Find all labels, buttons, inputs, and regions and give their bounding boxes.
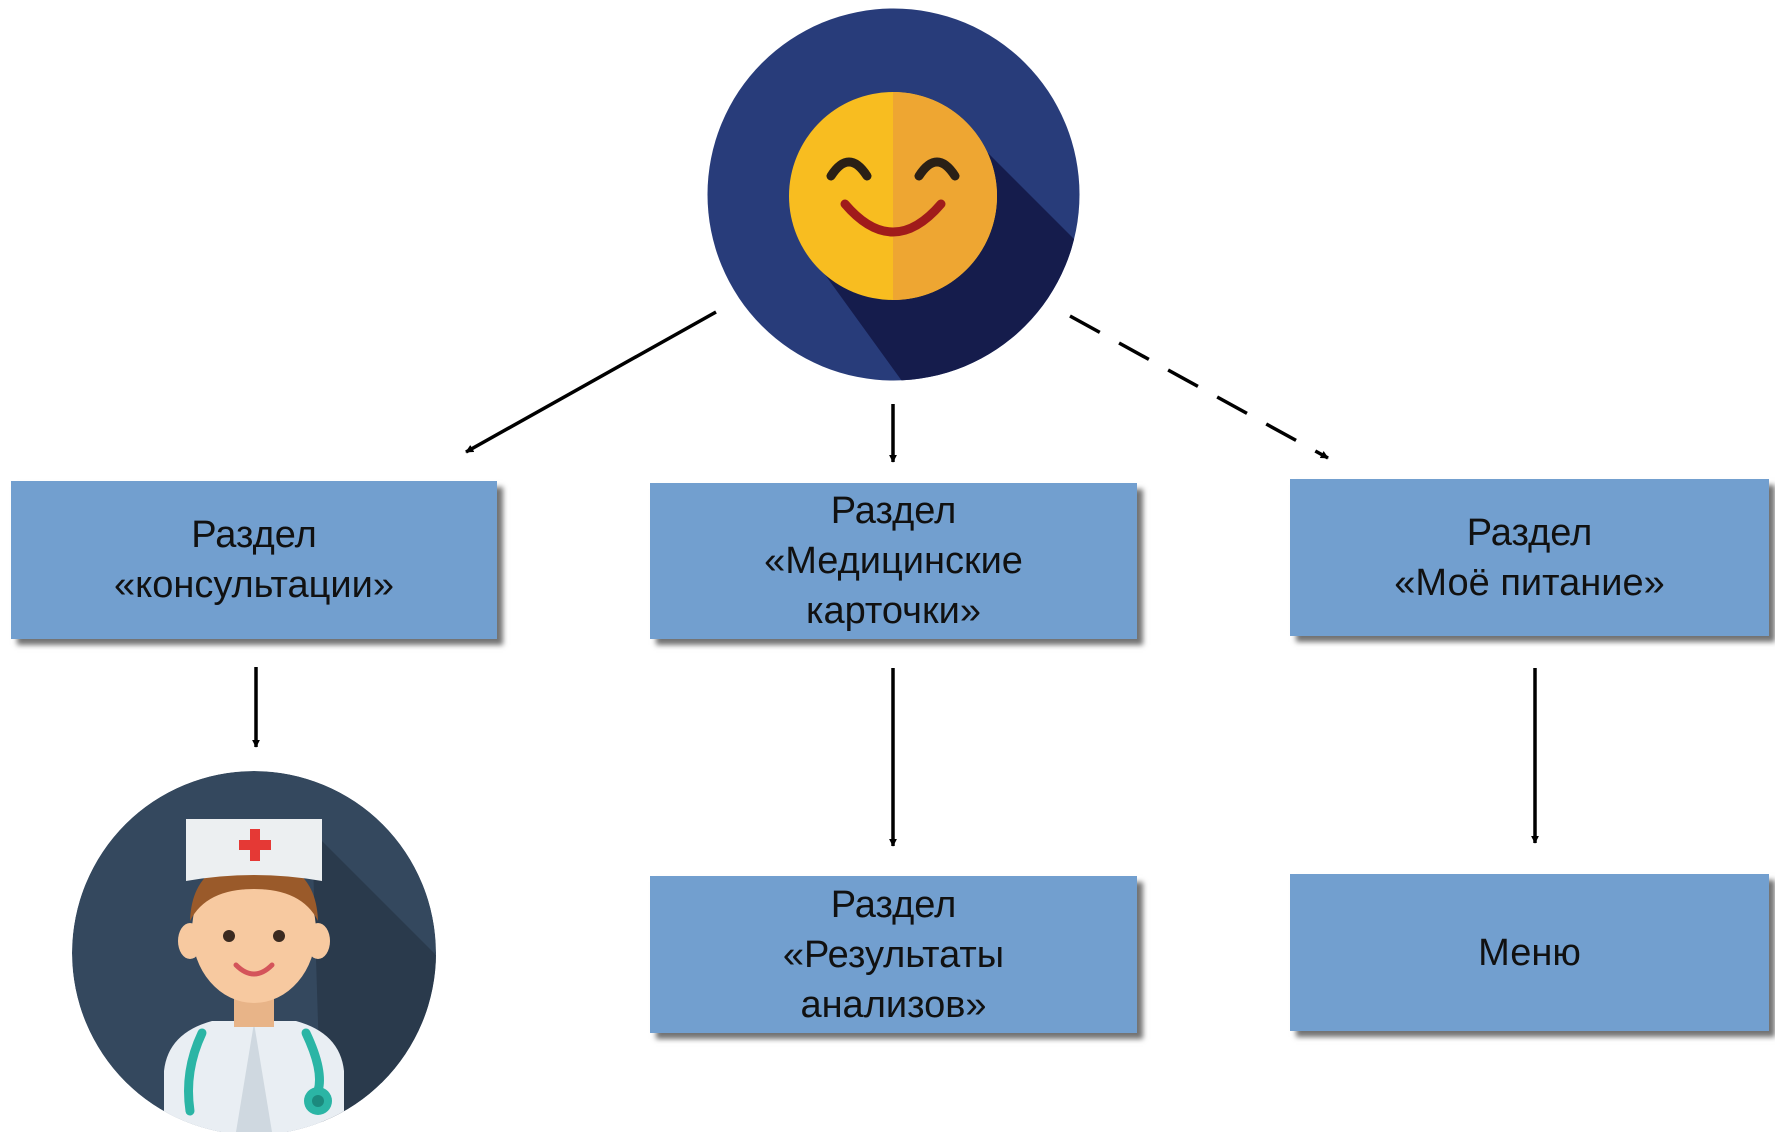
- menu-box: Меню: [1290, 874, 1769, 1031]
- smiley-face-icon: [707, 8, 1080, 381]
- section-consultations-line-2: «консультации»: [114, 564, 394, 606]
- section-test-results-line-1: Раздел: [830, 883, 957, 926]
- section-medical-cards-line-1: Раздел: [830, 490, 957, 532]
- section-consultations-box: Раздел «консультации»: [11, 481, 497, 639]
- section-my-nutrition-line-1: Раздел: [1466, 511, 1593, 554]
- section-medical-cards-box: Раздел «Медицинские карточки»: [650, 483, 1137, 639]
- section-test-results-line-3: анализов»: [800, 983, 987, 1026]
- menu-label: Меню: [1478, 931, 1581, 974]
- section-test-results-line-2: «Результаты: [782, 933, 1005, 976]
- arrow-root-to-consultations: [465, 310, 717, 454]
- section-consultations-line-1: Раздел: [191, 514, 317, 556]
- section-my-nutrition-box: Раздел «Моё питание»: [1290, 479, 1769, 636]
- section-my-nutrition-line-2: «Моё питание»: [1394, 561, 1665, 604]
- section-test-results-box: Раздел «Результаты анализов»: [650, 876, 1137, 1033]
- doctor-icon: [72, 771, 436, 1132]
- arrow-root-to-my-nutrition-dashed: [1069, 314, 1329, 460]
- section-medical-cards-line-2: «Медицинские: [764, 540, 1023, 582]
- section-medical-cards-line-3: карточки»: [806, 590, 981, 632]
